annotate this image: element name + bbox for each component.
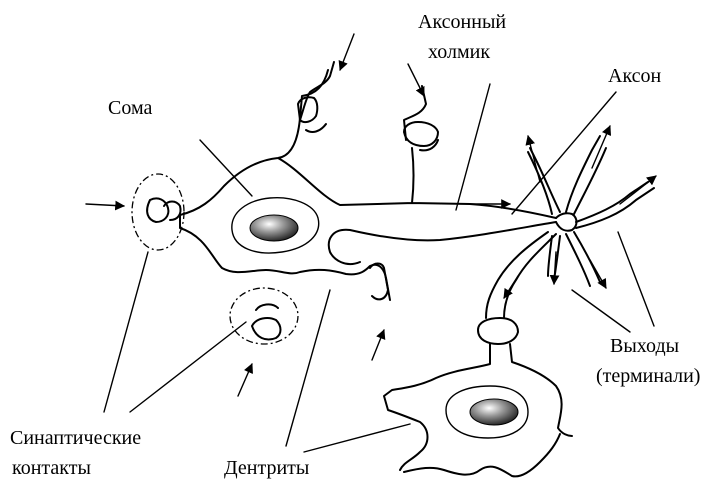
synapse-bulb-bottom <box>252 304 281 339</box>
leader-dendrites-2 <box>304 424 410 452</box>
input-arrow-top-1 <box>340 34 354 70</box>
terminal-branch-3b <box>576 188 654 228</box>
output-arrow-1 <box>528 136 540 182</box>
leader-outputs-2 <box>572 290 630 332</box>
synapse-circle-bottom <box>230 288 298 344</box>
terminal-branch-1 <box>530 148 560 212</box>
terminal-branch-1b <box>528 152 552 214</box>
synapse-bulb-left <box>147 198 180 222</box>
axon-shaft <box>556 213 577 231</box>
label-dendrites: Дентриты <box>224 457 309 479</box>
label-soma: Сома <box>108 97 152 119</box>
leader-dendrites-1 <box>286 290 330 446</box>
output-arrow-6 <box>504 276 518 298</box>
second-neuron-bulb <box>478 318 518 344</box>
input-arrow-top-2 <box>408 64 424 96</box>
output-arrow-4 <box>590 260 606 288</box>
synapse-bulb-2 <box>404 122 438 146</box>
terminal-branch-2b <box>574 148 606 214</box>
input-arrow-left <box>86 204 124 206</box>
leader-axon-hillock <box>456 84 490 210</box>
second-neuron <box>384 318 572 476</box>
main-neuron <box>147 62 576 340</box>
leader-outputs-1 <box>618 232 654 326</box>
label-axon-hillock-2: холмик <box>428 41 490 63</box>
leader-synaptic-2 <box>130 322 246 412</box>
label-synaptic-1: Синаптические <box>10 427 141 449</box>
output-arrow-5 <box>554 252 556 284</box>
label-axon-hillock-1: Аксонный <box>418 11 506 33</box>
label-synaptic-2: контакты <box>12 457 91 479</box>
main-nucleus <box>250 215 298 241</box>
leader-synaptic-1 <box>104 252 148 412</box>
terminal-branch-4b <box>566 234 590 286</box>
leader-soma <box>200 140 252 196</box>
second-nucleus <box>470 399 518 425</box>
label-outputs-2: (терминали) <box>596 365 700 387</box>
synapse-circle-left <box>132 174 184 250</box>
input-arrow-bottom <box>238 364 252 396</box>
main-neuron-outline <box>180 70 556 300</box>
label-outputs-1: Выходы <box>610 335 679 357</box>
input-arrow-right <box>372 330 384 360</box>
synapse-bulb-right <box>370 264 388 300</box>
terminal-branch-6b <box>486 232 548 318</box>
label-axon: Аксон <box>608 65 662 87</box>
